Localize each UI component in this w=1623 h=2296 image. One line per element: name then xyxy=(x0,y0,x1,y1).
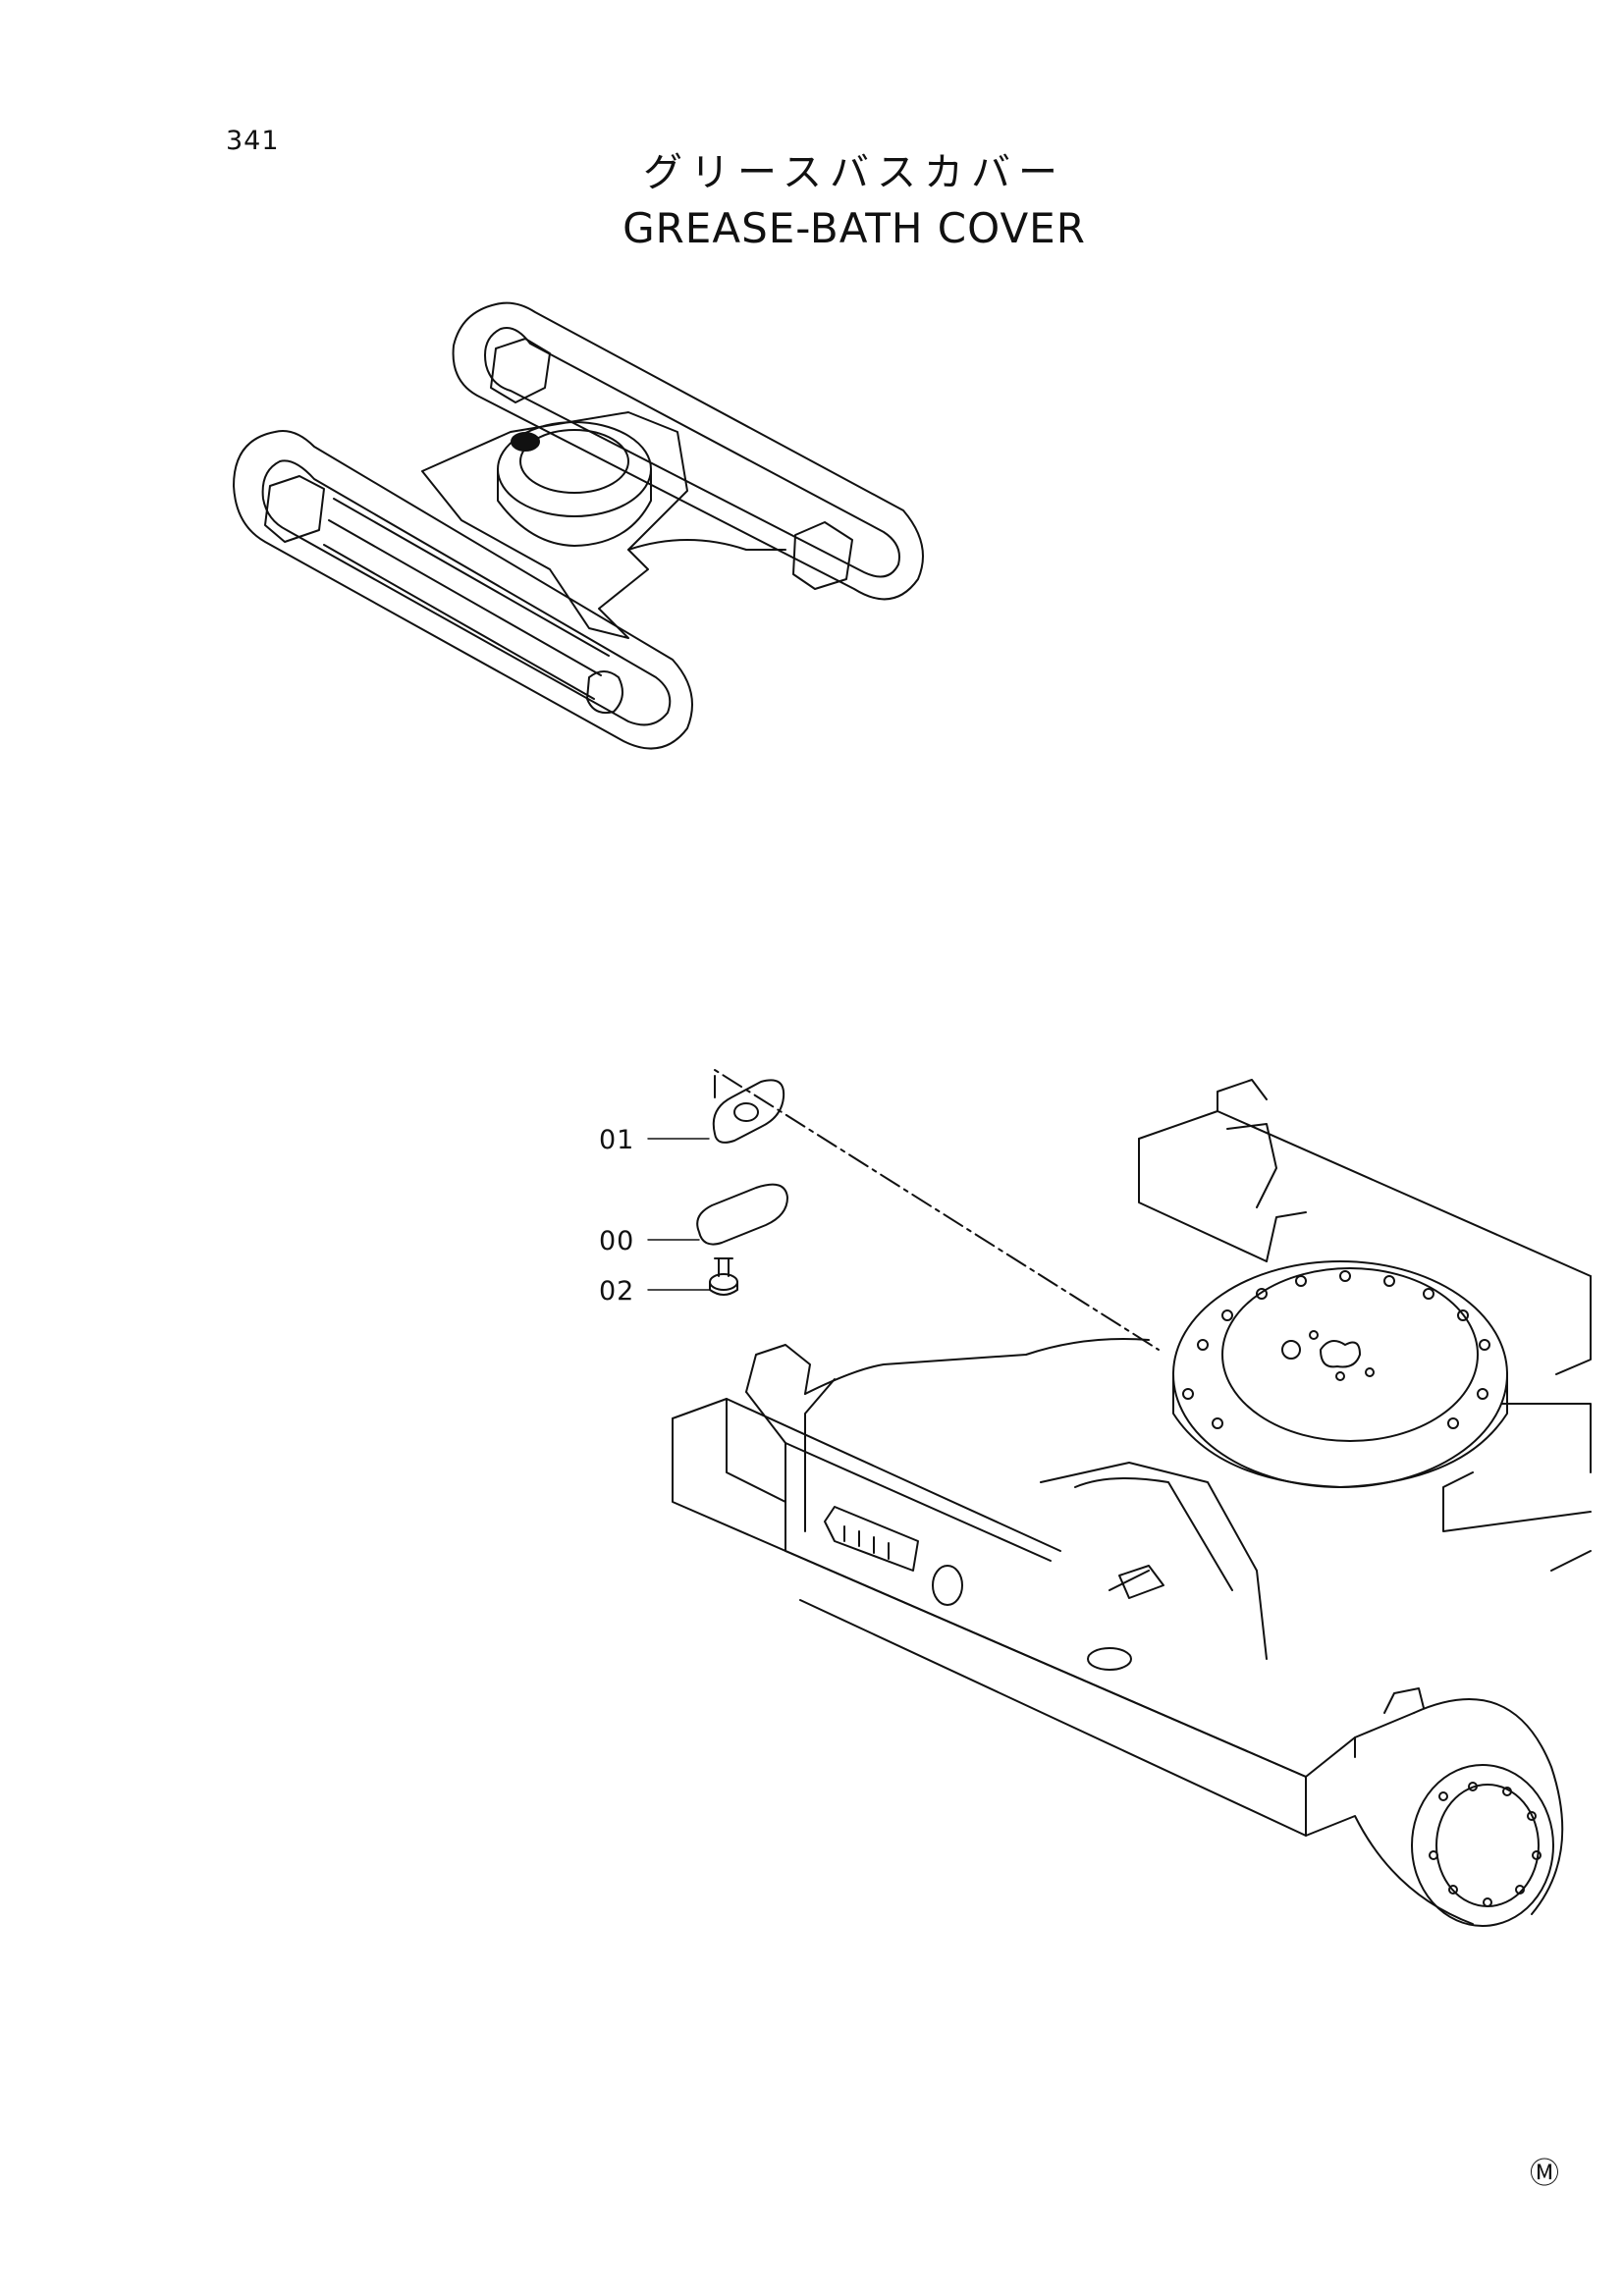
page-number: 341 xyxy=(226,126,280,156)
callout-02: 02 xyxy=(599,1276,635,1307)
bolt-icon xyxy=(709,1257,738,1296)
undercarriage-overview-icon xyxy=(233,301,924,750)
undercarriage-detail-icon xyxy=(672,1079,1592,1927)
bolt-circle xyxy=(1182,1270,1490,1429)
m-mark-icon: Ⓜ xyxy=(1530,2157,1559,2191)
title-english: GREASE-BATH COVER xyxy=(622,204,1086,252)
cover-plate-icon xyxy=(696,1183,788,1246)
callout-00: 00 xyxy=(599,1226,635,1256)
idler-bolt-circle xyxy=(1429,1782,1542,1907)
callout-01: 01 xyxy=(599,1125,635,1155)
page-title: グリースバスカバー GREASE-BATH COVER xyxy=(550,145,1159,257)
title-japanese: グリースバスカバー xyxy=(643,150,1065,195)
gasket-icon xyxy=(712,1079,785,1144)
